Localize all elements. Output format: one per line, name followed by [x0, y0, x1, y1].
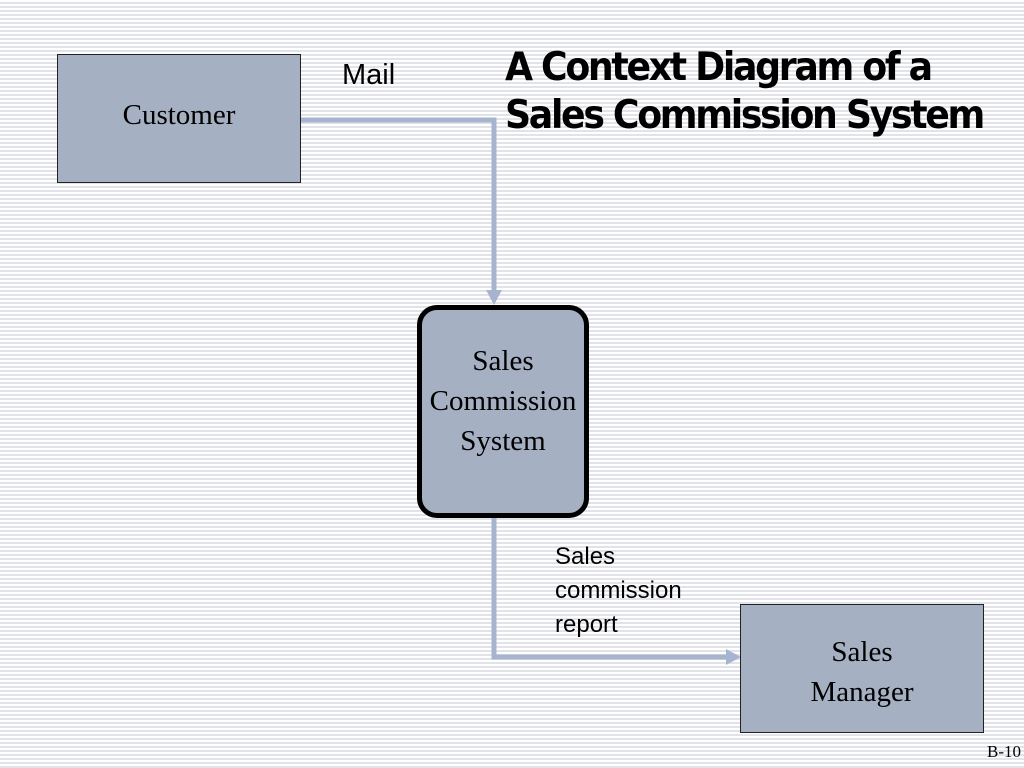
sales-commission-system-process: Sales Commission System: [417, 305, 589, 518]
diagram-title: A Context Diagram of a Sales Commission …: [505, 44, 985, 140]
customer-entity: Customer: [57, 54, 301, 183]
report-flow-label: Sales commission report: [555, 540, 682, 642]
slide-number: B-10: [987, 742, 1021, 761]
sales-manager-entity: Sales Manager: [740, 604, 984, 733]
manager-label-line-2: Manager: [810, 675, 914, 708]
report-label-line-1: Sales: [555, 543, 616, 570]
process-label-line-1: Sales: [472, 344, 534, 377]
mail-flow-arrow: [301, 117, 497, 292]
manager-label-line-1: Sales: [831, 635, 893, 668]
report-label-line-2: commission: [555, 577, 682, 604]
process-label-line-3: System: [460, 424, 546, 457]
mail-arrowhead-icon: [486, 290, 502, 305]
report-flow-arrow: [491, 518, 728, 660]
report-label-line-3: report: [555, 611, 618, 638]
title-line-2: Sales Commission System: [505, 93, 985, 138]
report-arrowhead-icon: [726, 649, 741, 665]
title-line-1: A Context Diagram of a: [505, 45, 933, 90]
customer-label: Customer: [122, 98, 236, 131]
process-label-line-2: Commission: [429, 384, 577, 417]
mail-flow-label: Mail: [342, 59, 396, 91]
